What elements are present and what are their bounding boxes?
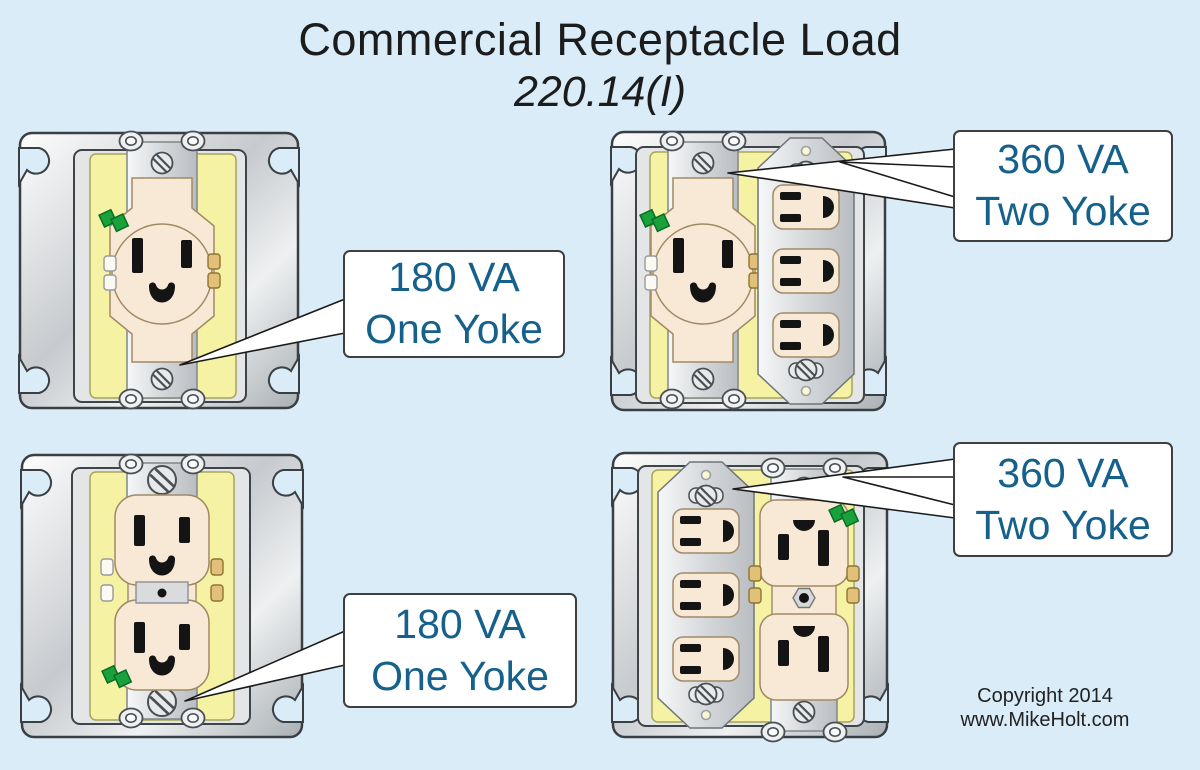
callout-360va-two-yoke-bottom: 360 VA Two Yoke xyxy=(953,442,1173,557)
callout-180va-one-yoke-bottom: 180 VA One Yoke xyxy=(343,593,577,708)
copyright-notice: Copyright 2014 www.MikeHolt.com xyxy=(920,684,1170,733)
figure-top-right-single-plus-triplex xyxy=(610,130,887,412)
callout-yoke-count: Two Yoke xyxy=(975,188,1151,234)
callout-va-value: 180 VA xyxy=(388,254,520,301)
callout-180va-one-yoke-top: 180 VA One Yoke xyxy=(343,250,565,358)
callout-yoke-count: Two Yoke xyxy=(975,501,1151,548)
callout-360va-two-yoke-top: 360 VA Two Yoke xyxy=(953,130,1173,242)
copyright-url: www.MikeHolt.com xyxy=(960,709,1130,732)
figure-top-left-single-receptacle xyxy=(18,132,300,410)
callout-leaders xyxy=(179,148,956,702)
callout-yoke-count: One Yoke xyxy=(371,652,549,699)
callout-va-value: 360 VA xyxy=(997,449,1129,496)
title-block: Commercial Receptacle Load 220.14(I) xyxy=(0,14,1200,117)
callout-va-value: 180 VA xyxy=(394,600,526,647)
copyright-line: Copyright 2014 xyxy=(977,685,1113,707)
figure-bottom-left-duplex-receptacle xyxy=(20,453,304,739)
page-subtitle-code-reference: 220.14(I) xyxy=(513,68,687,116)
page-title: Commercial Receptacle Load xyxy=(298,14,902,65)
callout-va-value: 360 VA xyxy=(997,136,1129,183)
triplex-receptacle-device xyxy=(658,462,754,728)
figure-bottom-right-triplex-plus-duplex xyxy=(611,451,889,742)
callout-yoke-count: One Yoke xyxy=(365,306,543,352)
